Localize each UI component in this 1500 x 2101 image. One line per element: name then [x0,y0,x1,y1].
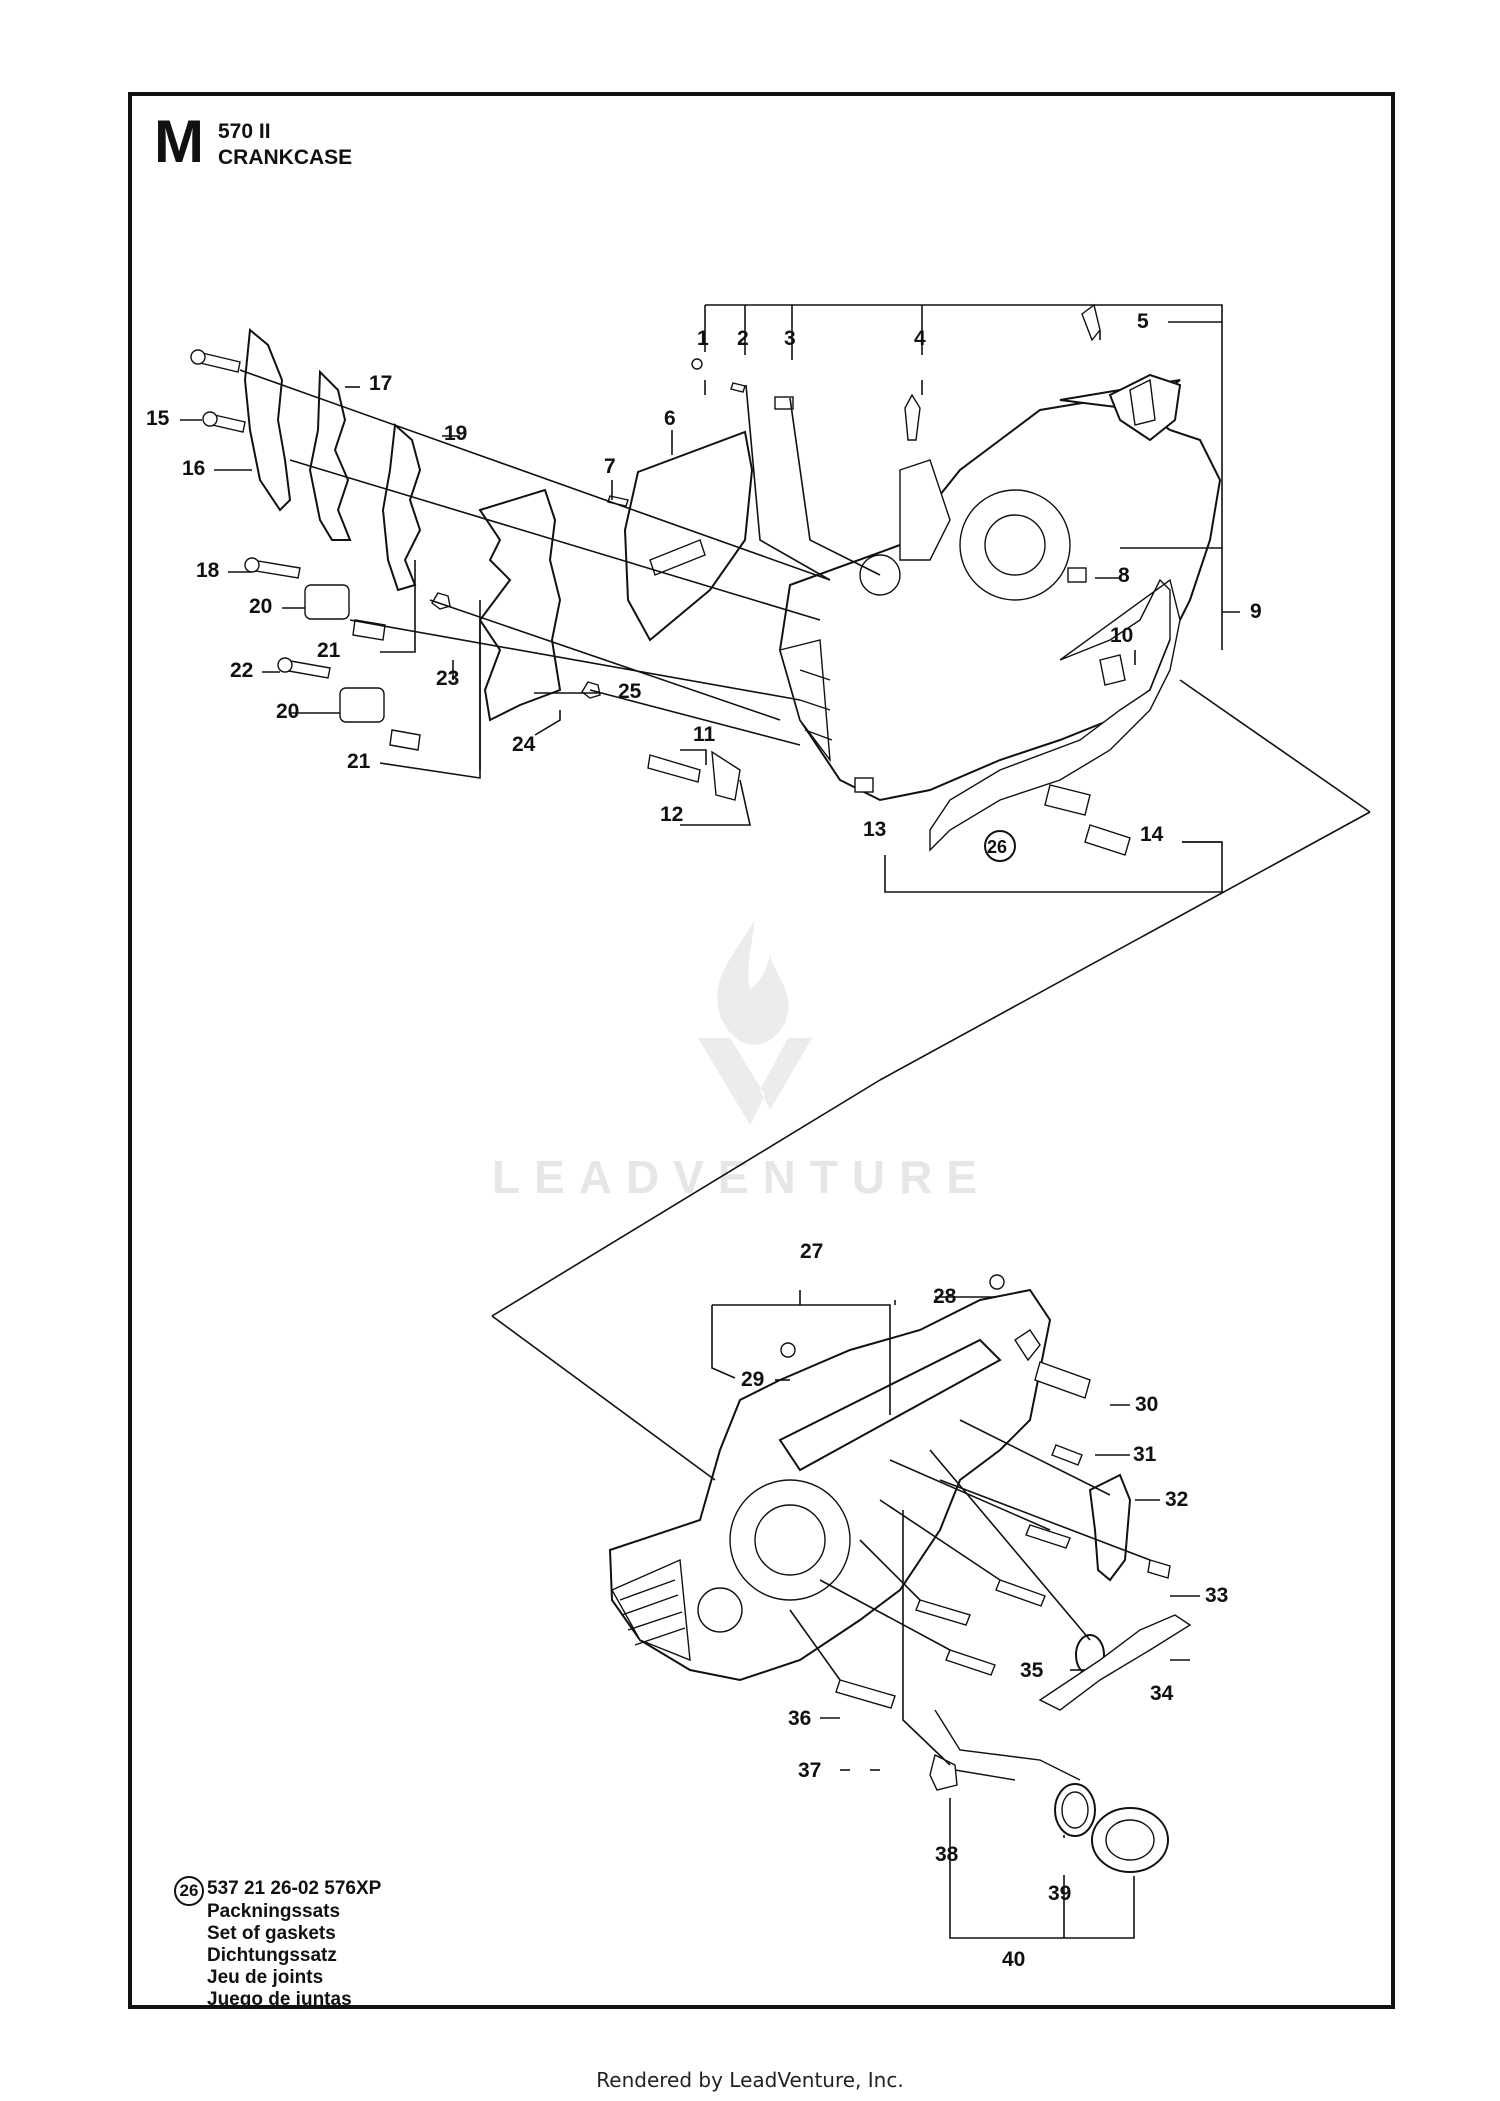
callout-21a: 21 [317,639,341,662]
callout-16: 16 [182,457,205,480]
callout-29: 29 [741,1368,764,1391]
callout-39: 39 [1048,1882,1071,1905]
footer-credit: Rendered by LeadVenture, Inc. [596,2068,904,2092]
callout-30: 30 [1135,1393,1158,1416]
callout-38: 38 [935,1843,959,1866]
callout-18: 18 [196,559,220,582]
callout-14: 14 [1140,823,1164,846]
callout-36: 36 [788,1707,811,1730]
callout-labels: 1 2 3 4 5 6 7 8 9 10 11 12 13 14 15 16 1… [146,310,1262,1971]
callout-28: 28 [933,1285,957,1308]
plate-19 [381,422,422,592]
callout-20b: 20 [276,700,299,723]
callout-1: 1 [697,327,709,350]
callout-4: 4 [914,327,926,350]
callout-13: 13 [863,818,886,841]
callout-5: 5 [1137,310,1149,333]
callout-22: 22 [230,659,253,682]
diagram-frame [128,92,1395,2009]
crankcase-gasket [929,578,1181,852]
kit-callout-badge: 26 [174,1876,204,1906]
callout-7: 7 [604,455,616,478]
section-letter: M [154,108,204,175]
callout-9: 9 [1250,600,1262,623]
callout-40: 40 [1002,1948,1025,1971]
crankcase-upper-part [778,373,1222,802]
callout-17: 17 [369,372,392,395]
kit-name-english: Set of gaskets [207,1923,336,1944]
callout-35: 35 [1020,1659,1044,1682]
kit-name-swedish: Packningssats [207,1901,341,1922]
watermark-text: LEADVENTURE [492,1151,992,1203]
fasteners-lower [780,1274,1192,1873]
callout-34: 34 [1150,1682,1174,1705]
callout-21b: 21 [347,750,371,773]
plate-17 [308,369,352,541]
callout-31: 31 [1133,1443,1157,1466]
fasteners-upper [190,303,1131,856]
callout-11: 11 [693,723,716,746]
section-title: CRANKCASE [218,146,353,169]
callout-19: 19 [444,422,467,445]
callout-26: 26 [984,830,1016,862]
callout-32: 32 [1165,1488,1188,1511]
kit-part-number: 537 21 26-02 576XP [207,1878,382,1899]
callout-6: 6 [664,407,676,430]
callout-2: 2 [737,327,749,350]
callout-23: 23 [436,667,459,690]
baffle-24 [478,488,562,722]
heat-shield [623,430,754,642]
model-name: 570 II [218,120,271,143]
kit-name-german: Dichtungssatz [207,1945,337,1966]
callout-10: 10 [1110,624,1133,647]
flame-v-logo-icon [698,920,812,1125]
callout-24: 24 [512,733,536,756]
callout-3: 3 [784,327,796,350]
callout-15: 15 [146,407,170,430]
callout-27: 27 [800,1240,823,1263]
kit-name-french: Jeu de joints [207,1967,324,1988]
callout-12: 12 [660,803,683,826]
kit-name-spanish: Juego de juntas [207,1989,352,2010]
svg-text:26: 26 [987,837,1007,857]
plate-16 [243,328,292,512]
callout-25: 25 [618,680,642,703]
callout-37: 37 [798,1759,821,1782]
callout-33: 33 [1205,1584,1228,1607]
leader-lines [180,304,1371,1939]
crankcase-lower-part [608,1288,1052,1682]
callout-20a: 20 [249,595,272,618]
callout-8: 8 [1118,564,1130,587]
